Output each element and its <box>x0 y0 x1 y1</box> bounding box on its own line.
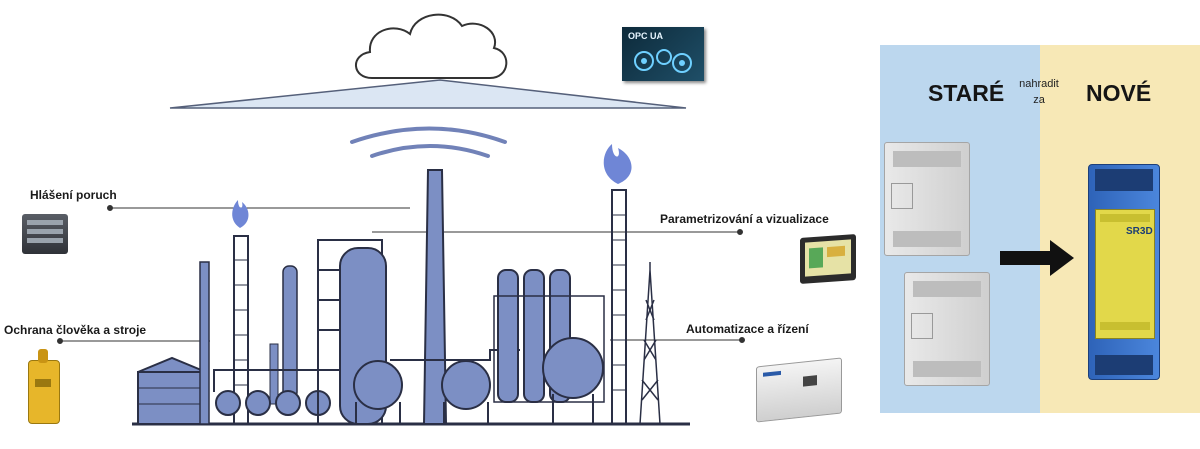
distillation-frame <box>493 295 605 403</box>
label-automation-control: Automatizace a řízení <box>686 322 809 336</box>
opc-ua-text: OPC UA <box>628 31 664 41</box>
label-fault-reporting: Hlášení poruch <box>30 188 117 202</box>
flame-icon <box>232 200 249 228</box>
old-contactor-top <box>884 142 970 256</box>
fault-reporting-device <box>22 214 68 254</box>
flare-tower-right <box>611 189 627 425</box>
new-safety-relay: SR3D <box>1088 164 1160 380</box>
plc-device <box>756 357 842 423</box>
relay-face: SR3D <box>1095 209 1155 339</box>
gears-icon <box>634 49 692 73</box>
network-roof <box>169 79 687 109</box>
old-contactor-bottom <box>904 272 990 386</box>
safety-switch-device <box>28 349 60 424</box>
label-person-machine-protection: Ochrana člověka a stroje <box>4 323 147 337</box>
plant-diagram <box>57 13 745 426</box>
relay-label: SR3D <box>1126 226 1153 237</box>
flare-tower-left <box>233 235 249 425</box>
hmi-panel-device <box>800 234 856 284</box>
replace-arrow-icon <box>1000 240 1074 276</box>
flame-icon-large <box>603 144 632 184</box>
storage-tank <box>137 356 207 425</box>
connector-lines <box>57 205 745 344</box>
thin-stack-1 <box>199 261 210 425</box>
old-title: STARÉ <box>928 80 1005 106</box>
label-parametrization-visualization: Parametrizování a vizualizace <box>660 212 829 226</box>
center-spheres <box>353 360 491 424</box>
large-sphere <box>542 337 604 399</box>
lattice-mast <box>639 262 661 425</box>
cloud-icon <box>355 13 508 79</box>
tall-column <box>269 265 298 405</box>
opc-ua-badge: OPC UA <box>622 27 704 81</box>
replace-text-line2: za <box>1033 94 1045 106</box>
new-title: NOVÉ <box>1086 80 1152 106</box>
replace-text-line1: nahradit <box>1019 78 1059 90</box>
wireless-icon <box>350 126 507 158</box>
